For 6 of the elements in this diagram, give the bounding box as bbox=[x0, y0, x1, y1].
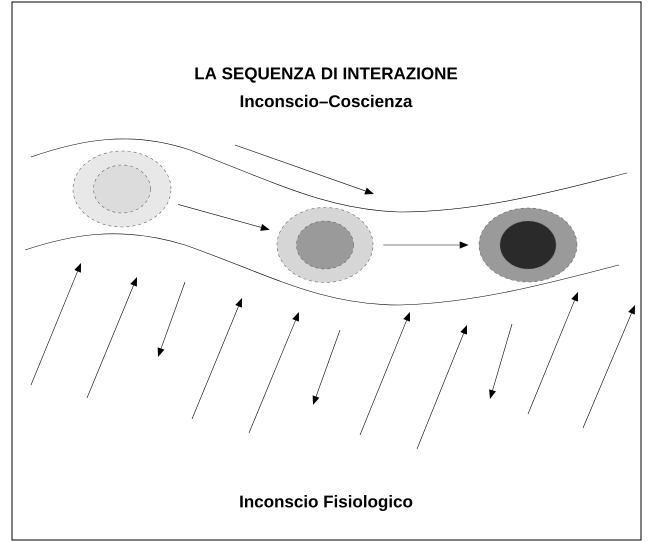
title: LA SEQUENZA DI INTERAZIONE bbox=[195, 67, 458, 83]
circle bbox=[72, 150, 172, 228]
circle bbox=[276, 207, 374, 283]
circle bbox=[478, 208, 578, 282]
bottom-label: Inconscio Fisiologico bbox=[240, 495, 412, 511]
subtitle: Inconscio–Coscienza bbox=[240, 94, 413, 108]
